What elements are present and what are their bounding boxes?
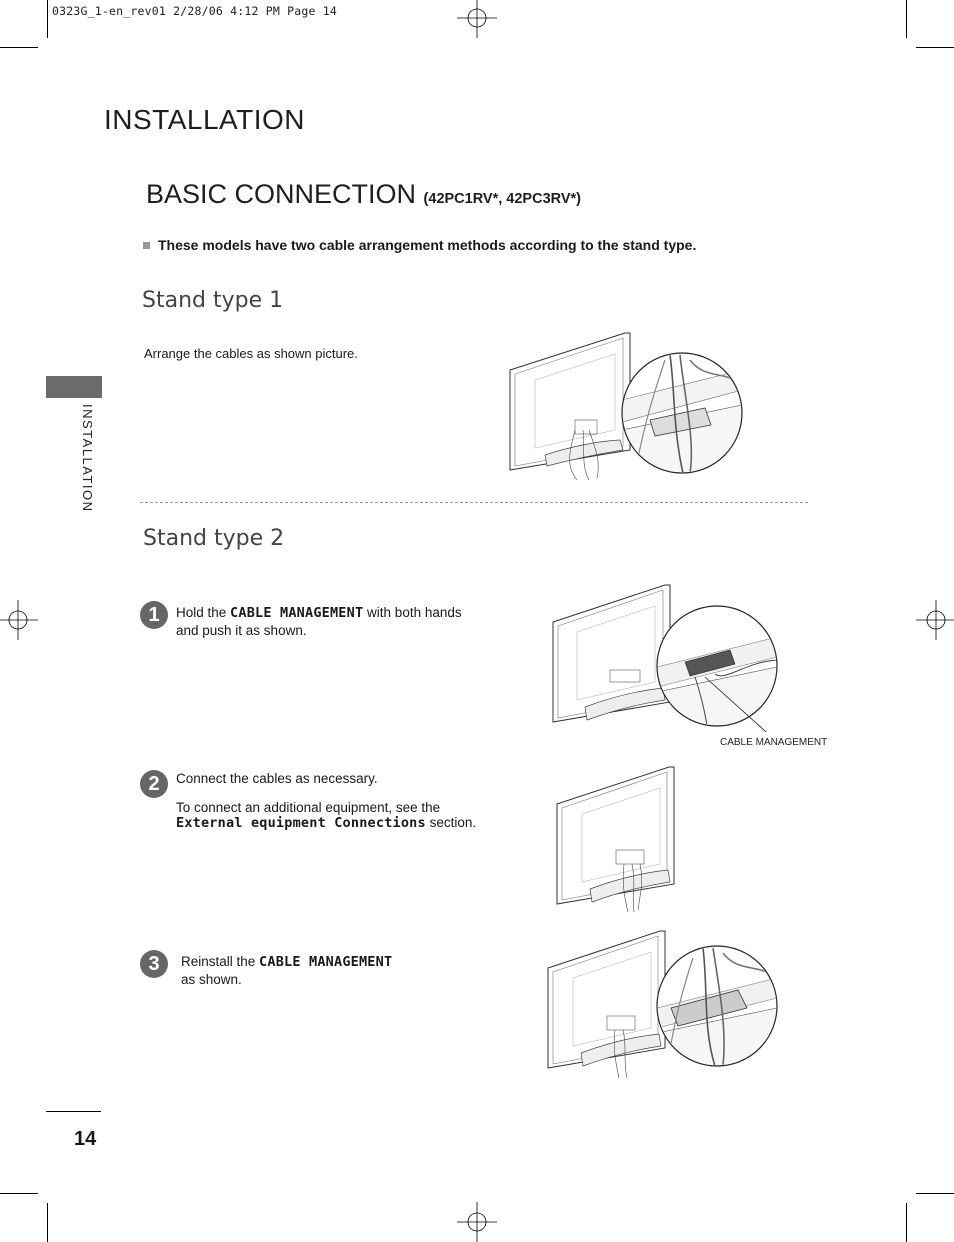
step-2-text-tail: section.: [425, 815, 477, 830]
section-title: BASIC CONNECTION (42PC1RV*, 42PC3RV*): [146, 179, 581, 210]
side-tab: [46, 376, 102, 398]
intro-note: These models have two cable arrangement …: [143, 237, 696, 253]
registration-mark-bottom: [457, 1202, 497, 1242]
step-3-text-a: Reinstall the: [181, 954, 260, 969]
step-1-badge: 1: [140, 601, 168, 629]
registration-mark-left: [0, 600, 38, 640]
crop-mark-top-right-v: [906, 0, 907, 38]
crop-mark-bottom-left-v: [47, 1203, 48, 1242]
page-number-rule: [46, 1111, 101, 1112]
intro-note-text: These models have two cable arrangement …: [158, 237, 697, 253]
cable-management-callout: CABLE MANAGEMENT: [720, 737, 828, 748]
stand-type-2-heading: Stand type 2: [143, 526, 285, 551]
registration-mark-top: [457, 0, 497, 38]
stand-type-1-text: Arrange the cables as shown picture.: [144, 346, 358, 361]
stand-type-1-illustration: [509, 332, 743, 480]
step-1-text-b: with both hands and push it as shown.: [176, 605, 462, 638]
crop-mark-bottom-right-v: [906, 1203, 907, 1242]
step-2-strong: External equipment Connections: [176, 815, 426, 831]
crop-mark-top-right-h: [916, 47, 954, 48]
side-tab-label: INSTALLATION: [80, 404, 95, 513]
step-1-strong: CABLE MANAGEMENT: [230, 605, 364, 621]
step-3-strong: CABLE MANAGEMENT: [259, 954, 393, 970]
step-2-badge: 2: [140, 770, 168, 798]
section-divider: [140, 502, 808, 503]
registration-mark-right: [916, 600, 954, 640]
print-slug: 0323G_1-en_rev01 2/28/06 4:12 PM Page 14: [52, 4, 337, 18]
step-3-text-line1: Reinstall the CABLE MANAGEMENT: [181, 953, 392, 971]
crop-mark-bottom-right-h: [916, 1193, 954, 1194]
step-2-illustration: [556, 766, 675, 913]
step-3-illustration: [547, 930, 778, 1078]
stand-type-1-heading: Stand type 1: [142, 288, 284, 313]
step-1-text-a: Hold the: [176, 605, 231, 620]
step-2-text-line1: Connect the cables as necessary.: [176, 771, 378, 786]
step-2-text-line2: To connect an additional equipment, see …: [176, 800, 441, 815]
step-2-text-line3: External equipment Connections section.: [176, 814, 476, 832]
crop-mark-bottom-left-h: [0, 1193, 38, 1194]
section-models: (42PC1RV*, 42PC3RV*): [423, 191, 581, 207]
step-1-text: Hold the CABLE MANAGEMENT with both hand…: [176, 604, 476, 640]
crop-mark-top-left-h: [0, 47, 38, 48]
page-title: INSTALLATION: [104, 104, 306, 135]
page-number: 14: [74, 1128, 97, 1150]
section-title-text: BASIC CONNECTION: [146, 179, 417, 209]
step-1-illustration: [552, 584, 778, 732]
crop-mark-top-left-v: [47, 0, 48, 38]
square-bullet-icon: [143, 242, 150, 249]
step-3-badge: 3: [140, 950, 168, 978]
step-3-text-line2: as shown.: [181, 972, 242, 987]
